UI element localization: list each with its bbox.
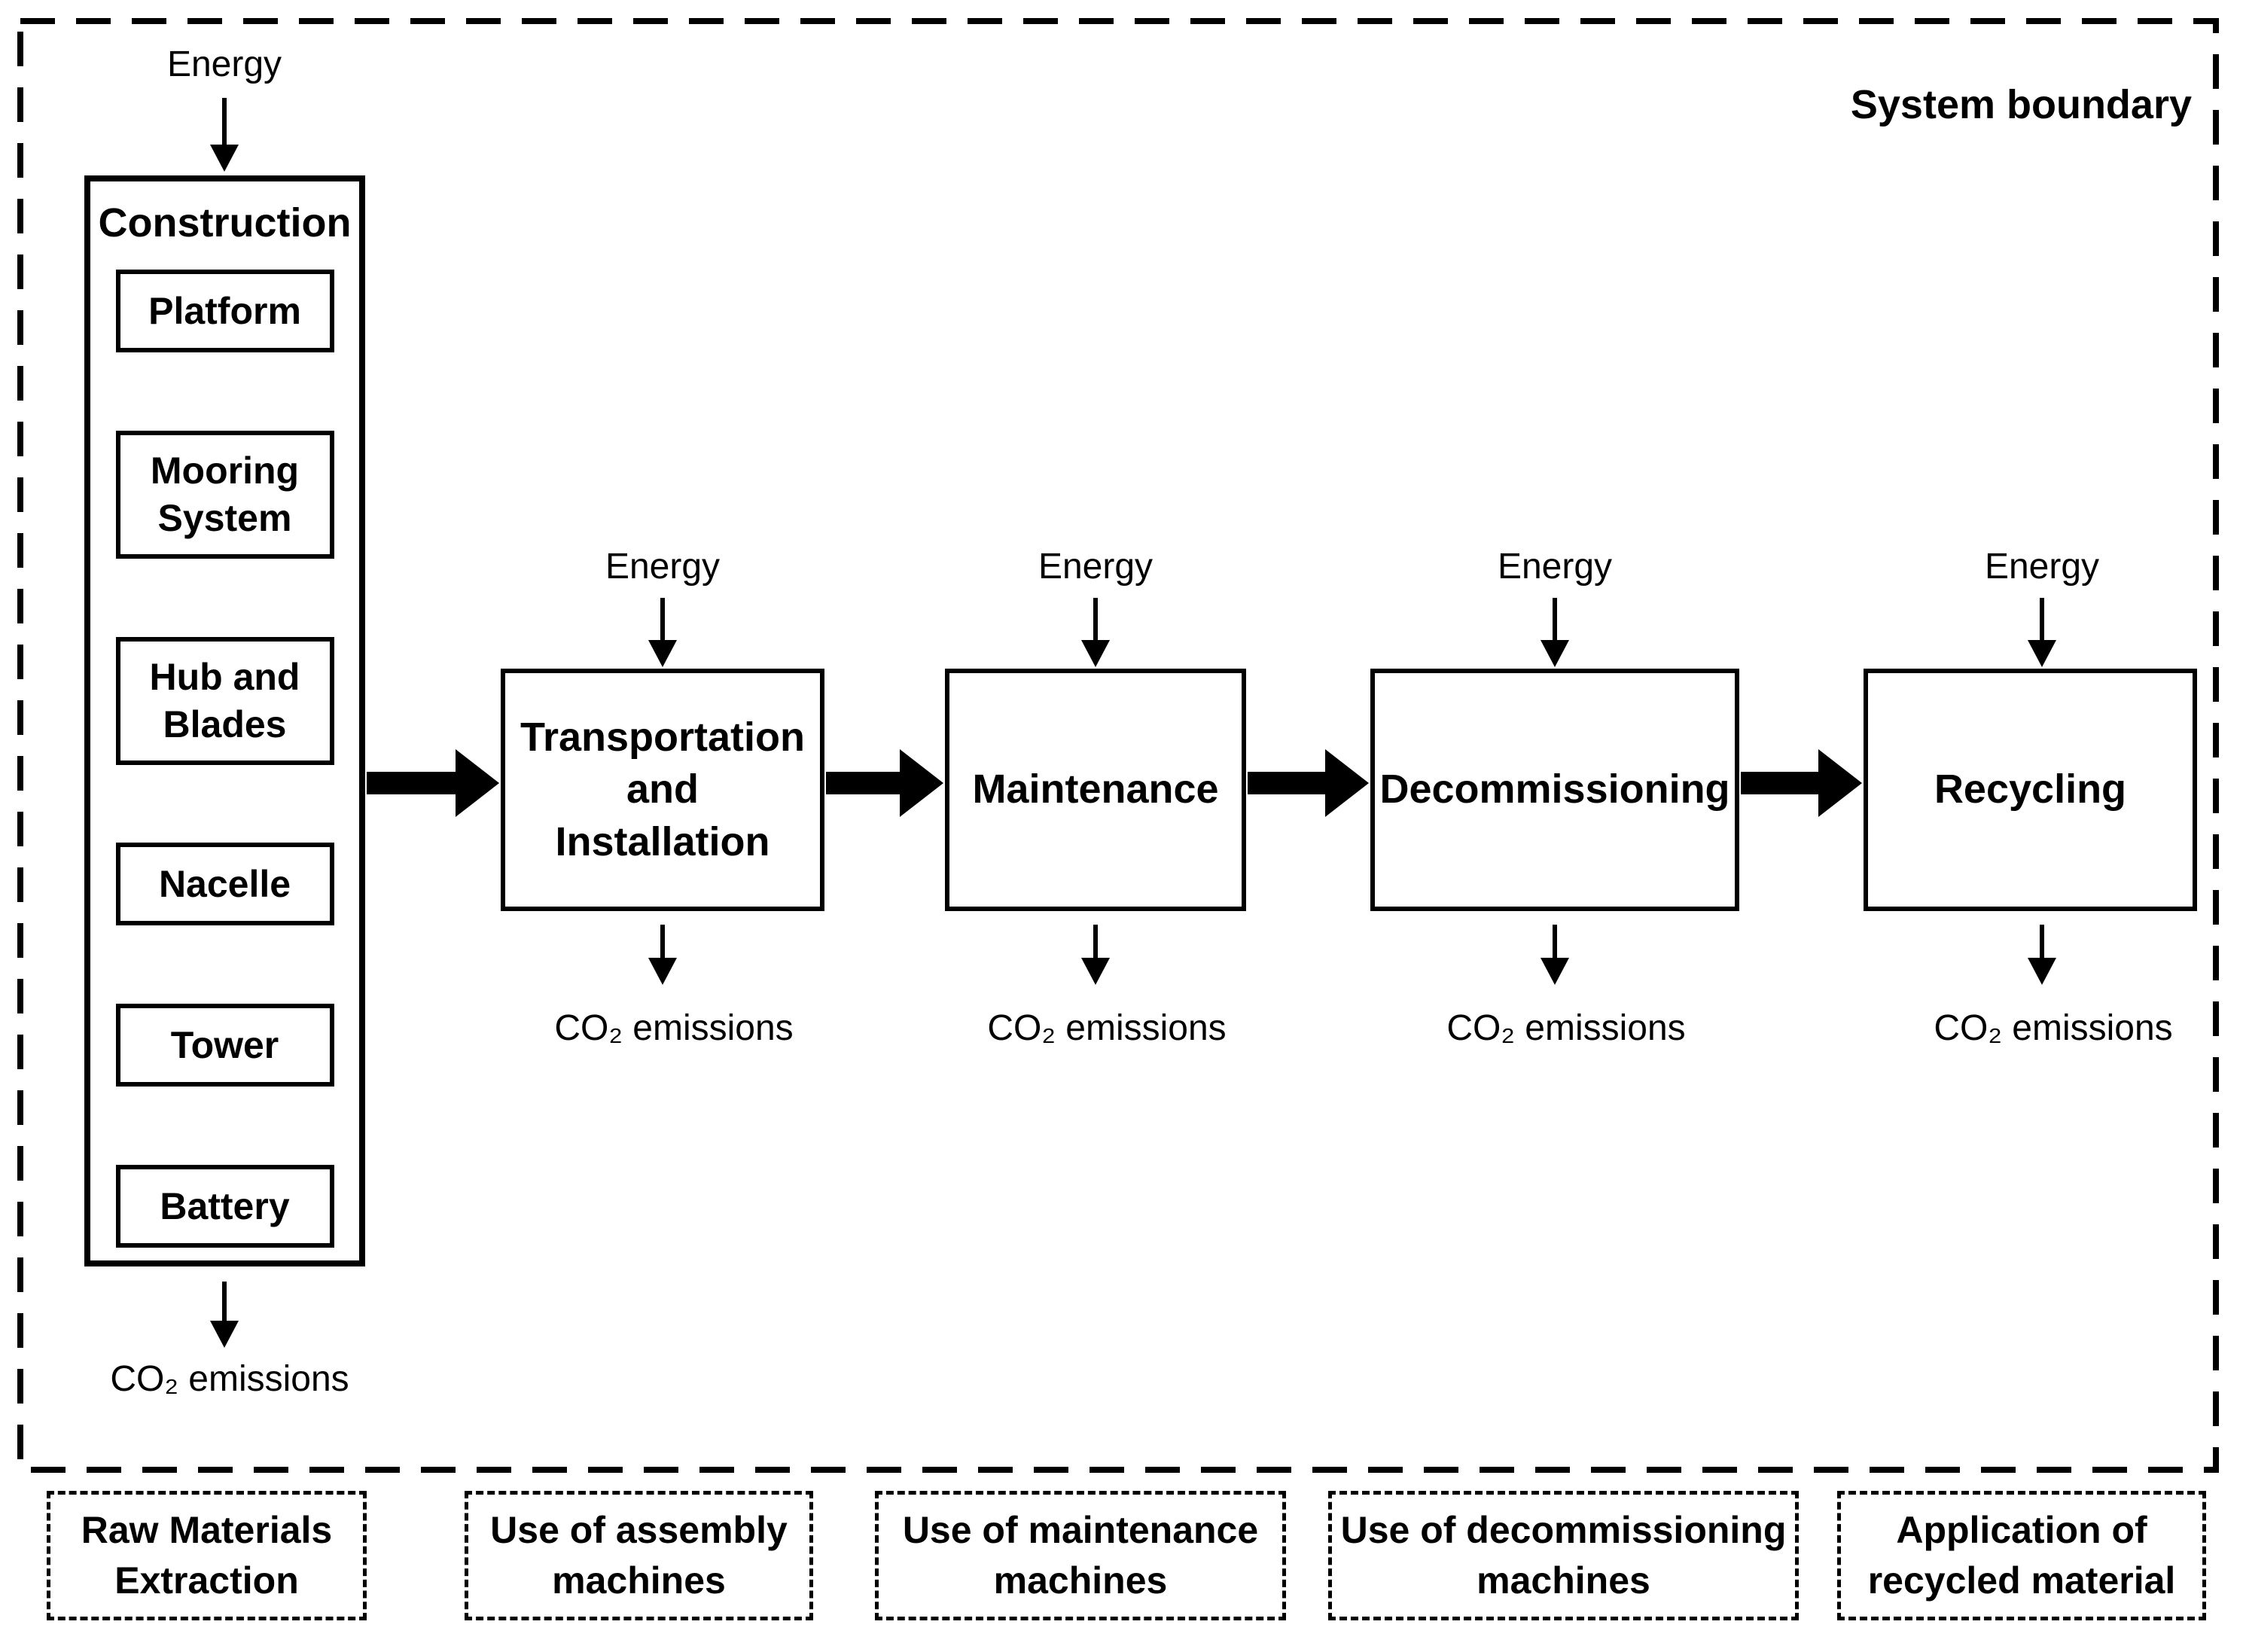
stage-box-maintenance: Maintenance <box>945 669 1246 911</box>
arrow-tip <box>1818 749 1862 817</box>
arrow-head <box>2028 958 2056 985</box>
energy-arrow-maintenance <box>1081 598 1110 667</box>
energy-arrow-decommissioning <box>1541 598 1569 667</box>
component-box-nacelle: Nacelle <box>115 843 334 926</box>
arrow-head <box>210 145 239 172</box>
energy-arrow-transportation <box>648 598 677 667</box>
stage-box-decommissioning: Decommissioning <box>1370 669 1739 911</box>
arrow-stem <box>222 98 227 145</box>
arrow-head <box>648 640 677 667</box>
arrow-head <box>1081 640 1110 667</box>
component-box-battery: Battery <box>115 1164 334 1248</box>
component-box-mooring-system: Mooring System <box>115 430 334 559</box>
component-box-hub-and-blades: Hub and Blades <box>115 636 334 765</box>
component-box-tower: Tower <box>115 1004 334 1087</box>
co2-label-recycling: CO₂ emissions <box>1934 1008 2173 1048</box>
arrow-stem <box>1093 598 1098 640</box>
external-box-use-of-assembly-machines: Use of assembly machines <box>465 1491 813 1620</box>
energy-label-transportation: Energy <box>605 547 721 587</box>
arrow-tip <box>1325 749 1369 817</box>
construction-box: Construction Platform Mooring System Hub… <box>84 175 365 1266</box>
arrow-bar <box>826 772 901 794</box>
co2-label-construction: CO₂ emissions <box>110 1359 349 1399</box>
construction-components: Platform Mooring System Hub and Blades N… <box>90 270 359 1248</box>
arrow-head <box>1541 640 1569 667</box>
arrow-head <box>1081 958 1110 985</box>
energy-arrow-recycling <box>2028 598 2056 667</box>
stage-label: Recycling <box>1934 767 2127 812</box>
co2-label-transportation: CO₂ emissions <box>554 1008 794 1048</box>
arrow-head <box>210 1321 239 1348</box>
stage-label: Maintenance <box>972 767 1219 812</box>
stage-box-transportation-and-installation: Transportation and Installation <box>501 669 824 911</box>
arrow-head <box>648 958 677 985</box>
arrow-tip <box>456 749 499 817</box>
flow-arrow-transportation-to-maintenance <box>826 749 943 817</box>
co2-arrow-transportation <box>648 925 677 985</box>
arrow-head <box>2028 640 2056 667</box>
stage-box-recycling: Recycling <box>1864 669 2197 911</box>
arrow-stem <box>660 925 665 958</box>
arrow-bar <box>1248 772 1327 794</box>
system-boundary-label: System boundary <box>1850 82 2192 127</box>
arrow-stem <box>2040 598 2044 640</box>
arrow-stem <box>660 598 665 640</box>
arrow-tip <box>900 749 943 817</box>
flow-arrow-construction-to-transportation <box>367 749 499 817</box>
arrow-stem <box>222 1282 227 1321</box>
flow-arrow-decommissioning-to-recycling <box>1741 749 1862 817</box>
co2-arrow-recycling <box>2028 925 2056 985</box>
stage-label: Transportation and Installation <box>520 715 806 864</box>
co2-label-maintenance: CO₂ emissions <box>987 1008 1227 1048</box>
construction-title: Construction <box>98 200 352 245</box>
component-box-platform: Platform <box>115 270 334 352</box>
arrow-stem <box>2040 925 2044 958</box>
external-box-use-of-maintenance-machines: Use of maintenance machines <box>875 1491 1286 1620</box>
external-box-raw-materials-extraction: Raw Materials Extraction <box>47 1491 367 1620</box>
arrow-stem <box>1093 925 1098 958</box>
flow-arrow-maintenance-to-decommissioning <box>1248 749 1369 817</box>
arrow-head <box>1541 958 1569 985</box>
arrow-bar <box>1741 772 1820 794</box>
stage-label: Decommissioning <box>1379 767 1730 812</box>
energy-label-construction: Energy <box>166 44 282 84</box>
external-box-application-of-recycled-material: Application of recycled material <box>1837 1491 2206 1620</box>
co2-arrow-maintenance <box>1081 925 1110 985</box>
arrow-stem <box>1553 598 1557 640</box>
energy-label-decommissioning: Energy <box>1497 547 1613 587</box>
co2-arrow-decommissioning <box>1541 925 1569 985</box>
co2-arrow-construction <box>210 1282 239 1348</box>
energy-label-recycling: Energy <box>1984 547 2100 587</box>
co2-label-decommissioning: CO₂ emissions <box>1446 1008 1686 1048</box>
external-box-use-of-decommissioning-machines: Use of decommissioning machines <box>1328 1491 1799 1620</box>
arrow-bar <box>367 772 457 794</box>
energy-arrow-construction <box>210 98 239 172</box>
energy-label-maintenance: Energy <box>1038 547 1153 587</box>
arrow-stem <box>1553 925 1557 958</box>
